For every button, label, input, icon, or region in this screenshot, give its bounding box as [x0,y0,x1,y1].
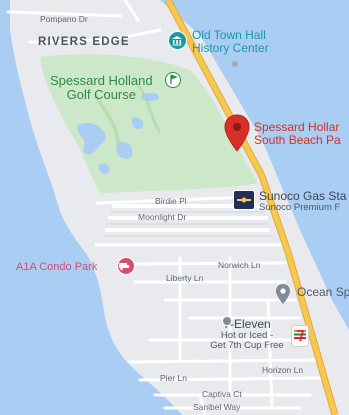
golf-flag-glyph [170,74,178,84]
street-label-sanibel: Sanibel Way [193,402,241,412]
sunoco-label[interactable]: Sunoco Gas Sta Sunoco Premium F [259,190,346,213]
seven-eleven-marker[interactable] [291,325,309,347]
street-label-horizon: Horizon Ln [262,365,304,375]
golf-flag-icon [165,72,181,88]
gas-station-icon [233,190,255,210]
seven-eleven-line1: 7-Eleven [223,317,271,331]
camper-glyph [119,263,129,271]
ocean-label[interactable]: Ocean Sp [297,285,349,299]
poi-dot-icon [232,61,238,67]
old-town-hall-line1: Old Town Hall [192,28,266,42]
street-label-liberty: Liberty Ln [166,273,204,283]
golf-course-label[interactable]: Spessard Holland Golf Course [50,74,153,101]
seven-eleven-line3: Get 7th Cup Free [210,339,284,351]
south-beach-park-marker[interactable] [224,114,250,152]
seven-eleven-secondary-dot[interactable] [222,316,232,326]
street-label-captiva: Captiva Ct [202,389,242,399]
golf-course-line2: Golf Course [66,86,136,102]
street-label-pompano: Pompano Dr [40,14,88,24]
street-label-norwich: Norwich Ln [218,260,261,270]
seven-eleven-logo-glyph [294,330,306,342]
old-town-hall-line2: History Center [192,40,269,55]
sunoco-line1: Sunoco Gas Sta [259,189,347,203]
south-beach-park-label[interactable]: Spessard Hollar South Beach Pa [254,121,341,146]
seven-eleven-label[interactable]: 7-Eleven Hot or Iced - Get 7th Cup Free [204,318,290,351]
golf-course-area [40,54,258,194]
poi-dot-rivers-edge[interactable] [232,61,238,67]
golf-ponds [77,93,159,174]
seven-eleven-line2: Hot or Iced - [220,329,274,341]
street-label-moonlight: Moonlight Dr [138,212,187,222]
sunoco-marker[interactable] [233,190,255,210]
location-pin-icon [224,114,250,152]
old-town-hall-marker[interactable] [168,31,187,50]
highway-a1a [165,0,338,415]
condo-park-marker[interactable] [117,257,135,275]
street-label-pier: Pier Ln [160,373,187,383]
old-town-hall-label[interactable]: Old Town Hall History Center [192,29,269,54]
golf-course-line1: Spessard Holland [50,73,153,88]
area-label-rivers-edge: RIVERS EDGE [38,36,130,48]
camper-icon [117,257,135,275]
condo-park-label[interactable]: A1A Condo Park [16,261,98,273]
museum-icon [168,31,187,50]
poi-dot-icon [222,316,232,326]
south-beach-park-line2: South Beach Pa [254,132,341,147]
south-beach-park-line1: Spessard Hollar [254,120,340,134]
street-label-birdie: Birdie Pl [155,196,187,206]
location-pin-icon [276,284,290,304]
museum-glyph [172,36,182,46]
sunoco-line2: Sunoco Premium F [259,201,341,213]
seven-eleven-logo-icon [291,325,309,347]
sunoco-logo-glyph [237,197,251,203]
ocean-marker[interactable] [275,283,291,305]
golf-course-marker[interactable] [165,72,181,88]
